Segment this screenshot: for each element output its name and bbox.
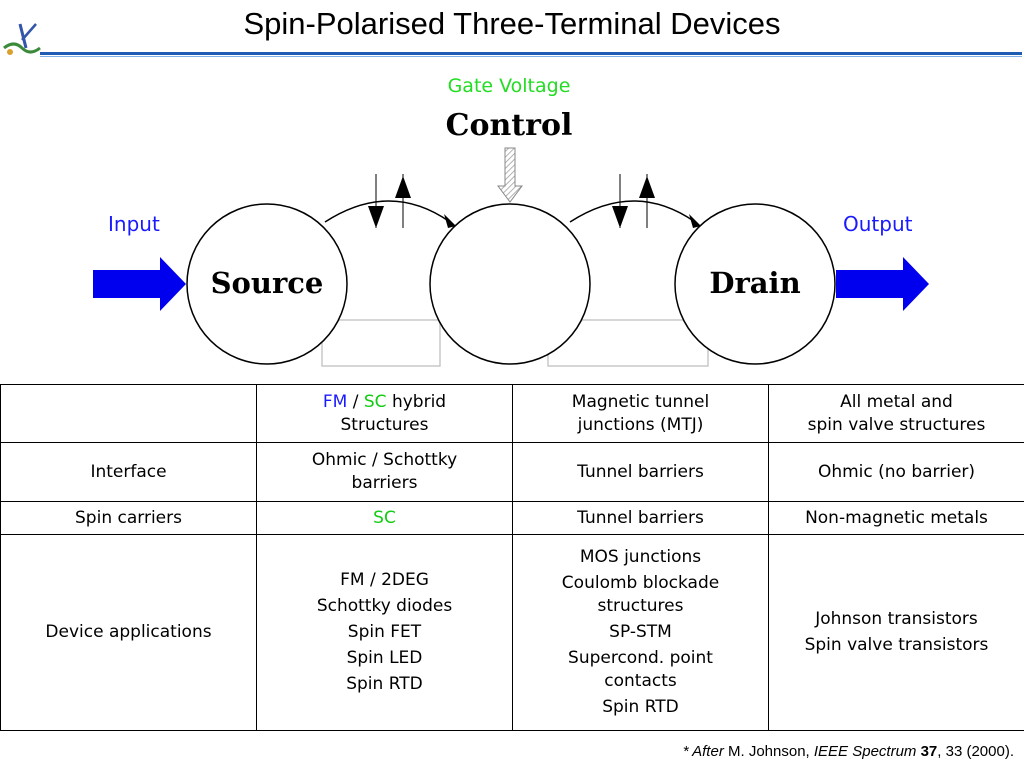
table-header-row: FM / SC hybrid Structures Magnetic tunne… <box>0 384 1024 443</box>
footnote-authors: M. Johnson, <box>723 743 814 760</box>
channel-circle <box>429 203 591 365</box>
input-label: Input <box>108 212 160 236</box>
row-label-device-applications: Device applications <box>0 534 257 731</box>
table-row: Device applications FM / 2DEG Schottky d… <box>0 534 1024 731</box>
footnote-volume: 37 <box>920 743 938 760</box>
input-arrow <box>93 257 186 311</box>
slide-title: Spin-Polarised Three-Terminal Devices <box>243 6 781 41</box>
list-item: SP-STM <box>609 622 672 642</box>
list-item: Schottky diodes <box>316 596 453 616</box>
apps-hybrid: FM / 2DEG Schottky diodes Spin FET Spin … <box>256 534 513 731</box>
hybrid-word: hybrid <box>386 391 447 412</box>
apps-mtj: MOS junctions Coulomb blockade structure… <box>512 534 769 731</box>
header-hybrid: FM / SC hybrid Structures <box>256 384 513 443</box>
header-all-metal: All metal and spin valve structures <box>768 384 1024 443</box>
row-label-interface: Interface <box>0 442 257 502</box>
metal-line2: spin valve structures <box>807 414 986 435</box>
interface-hybrid-line2: barriers <box>351 473 418 493</box>
drain-circle <box>674 203 836 365</box>
list-item: FM / 2DEG <box>340 570 429 590</box>
comparison-table: FM / SC hybrid Structures Magnetic tunne… <box>0 384 1024 731</box>
list-item: Johnson transistors <box>815 609 978 629</box>
table-row: Interface Ohmic / Schottky barriers Tunn… <box>0 442 1024 502</box>
source-circle <box>186 203 348 365</box>
spin-carriers-mtj: Tunnel barriers <box>512 501 769 535</box>
list-item: Coulomb blockade structures <box>561 573 720 616</box>
mtj-line2: junctions (MTJ) <box>577 414 704 435</box>
control-label: Control <box>445 108 573 143</box>
interface-hybrid-line1: Ohmic / Schottky <box>311 450 458 470</box>
list-item: Spin valve transistors <box>804 635 989 655</box>
list-item: Supercond. point contacts <box>568 648 713 691</box>
spin-hop-right <box>569 174 696 228</box>
output-arrow <box>836 257 929 311</box>
three-terminal-diagram <box>93 147 929 367</box>
footnote-rest: , 33 (2000). <box>937 743 1014 760</box>
interface-mtj: Tunnel barriers <box>512 442 769 502</box>
mtj-line1: Magnetic tunnel <box>571 391 710 412</box>
source-label: Source <box>210 266 324 300</box>
drain-label: Drain <box>709 266 801 300</box>
list-item: Spin RTD <box>602 697 679 717</box>
gate-arrow <box>497 147 523 203</box>
header-mtj: Magnetic tunnel junctions (MTJ) <box>512 384 769 443</box>
footnote-journal: IEEE Spectrum <box>813 743 917 760</box>
spin-carriers-hybrid: SC <box>256 501 513 535</box>
hybrid-line2: Structures <box>340 414 429 435</box>
footnote-after: * After <box>682 743 724 760</box>
list-item: Spin RTD <box>346 674 423 694</box>
table-row: Spin carriers SC Tunnel barriers Non-mag… <box>0 501 1024 535</box>
sc-label: SC <box>363 391 387 412</box>
row-label-spin-carriers: Spin carriers <box>0 501 257 535</box>
spin-carriers-metal: Non-magnetic metals <box>768 501 1024 535</box>
slash-separator: / <box>347 391 364 412</box>
fm-label: FM <box>322 391 348 412</box>
list-item: MOS junctions <box>579 547 702 567</box>
metal-line1: All metal and <box>840 391 953 412</box>
interface-hybrid: Ohmic / Schottky barriers <box>256 442 513 502</box>
title-underline-light <box>40 56 1022 57</box>
spin-hop-left <box>324 174 451 228</box>
list-item: Spin LED <box>346 648 423 668</box>
list-item: Spin FET <box>347 622 422 642</box>
title-underline <box>40 52 1022 55</box>
interface-metal: Ohmic (no barrier) <box>768 442 1024 502</box>
output-label: Output <box>843 212 913 236</box>
gate-voltage-label: Gate Voltage <box>447 75 571 97</box>
header-empty-cell <box>0 384 257 443</box>
logo <box>0 18 44 66</box>
apps-metal: Johnson transistors Spin valve transisto… <box>768 534 1024 731</box>
citation-footnote: * After M. Johnson, IEEE Spectrum 37, 33… <box>683 743 1014 760</box>
